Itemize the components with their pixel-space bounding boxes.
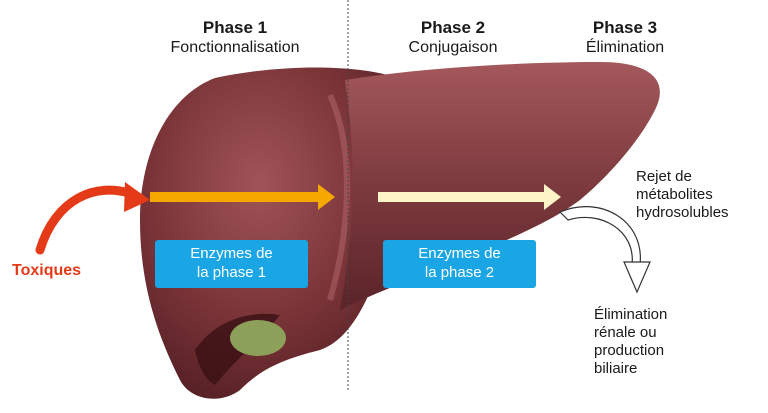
elimination-line1: Élimination <box>594 306 668 323</box>
enzymes-phase1-line2: la phase 1 <box>196 264 267 281</box>
phase1-subtitle: Fonctionnalisation <box>170 39 300 56</box>
phase1-arrow-head <box>318 184 335 210</box>
phase3-header: Phase 3 Élimination <box>560 18 690 58</box>
rejection-line1: Rejet de <box>636 168 692 185</box>
elimination-text: Élimination rénale ou production biliair… <box>594 306 667 378</box>
elimination-arrow-head <box>623 261 651 294</box>
toxiques-label: Toxiques <box>12 262 82 279</box>
elimination-line4: biliaire <box>594 360 638 377</box>
gallbladder <box>230 320 286 356</box>
rejection-line3: hydrosolubles <box>636 204 729 221</box>
enzymes-phase1-line1: Enzymes de <box>190 245 273 262</box>
elimination-arrow <box>558 206 641 266</box>
phase2-title: Phase 2 <box>420 18 486 37</box>
enzymes-phase2-line1: Enzymes de <box>418 245 501 262</box>
phase1-title: Phase 1 <box>202 18 268 37</box>
enzymes-phase1-box: Enzymes de la phase 1 <box>155 240 308 288</box>
phase2-arrow-body <box>378 192 546 202</box>
toxiques-arrow-head <box>124 182 150 212</box>
phase2-subtitle: Conjugaison <box>408 39 498 56</box>
liver-left-lobe <box>140 67 405 399</box>
elimination-line3: production <box>594 342 665 359</box>
phase1-arrow-body <box>150 192 320 202</box>
enzymes-phase2-box: Enzymes de la phase 2 <box>383 240 536 288</box>
phase2-header: Phase 2 Conjugaison <box>378 18 528 58</box>
phase1-header: Phase 1 Fonctionnalisation <box>150 18 320 58</box>
rejection-line2: métabolites <box>636 186 713 203</box>
toxiques-arrow <box>35 185 140 255</box>
rejection-text: Rejet de métabolites hydrosolubles <box>636 168 729 222</box>
phase3-title: Phase 3 <box>592 18 658 37</box>
phase3-subtitle: Élimination <box>585 39 665 56</box>
enzymes-phase2-line2: la phase 2 <box>424 264 495 281</box>
phase2-arrow-head <box>544 184 561 210</box>
liver-ridge <box>327 93 350 301</box>
elimination-line2: rénale ou <box>594 324 657 341</box>
